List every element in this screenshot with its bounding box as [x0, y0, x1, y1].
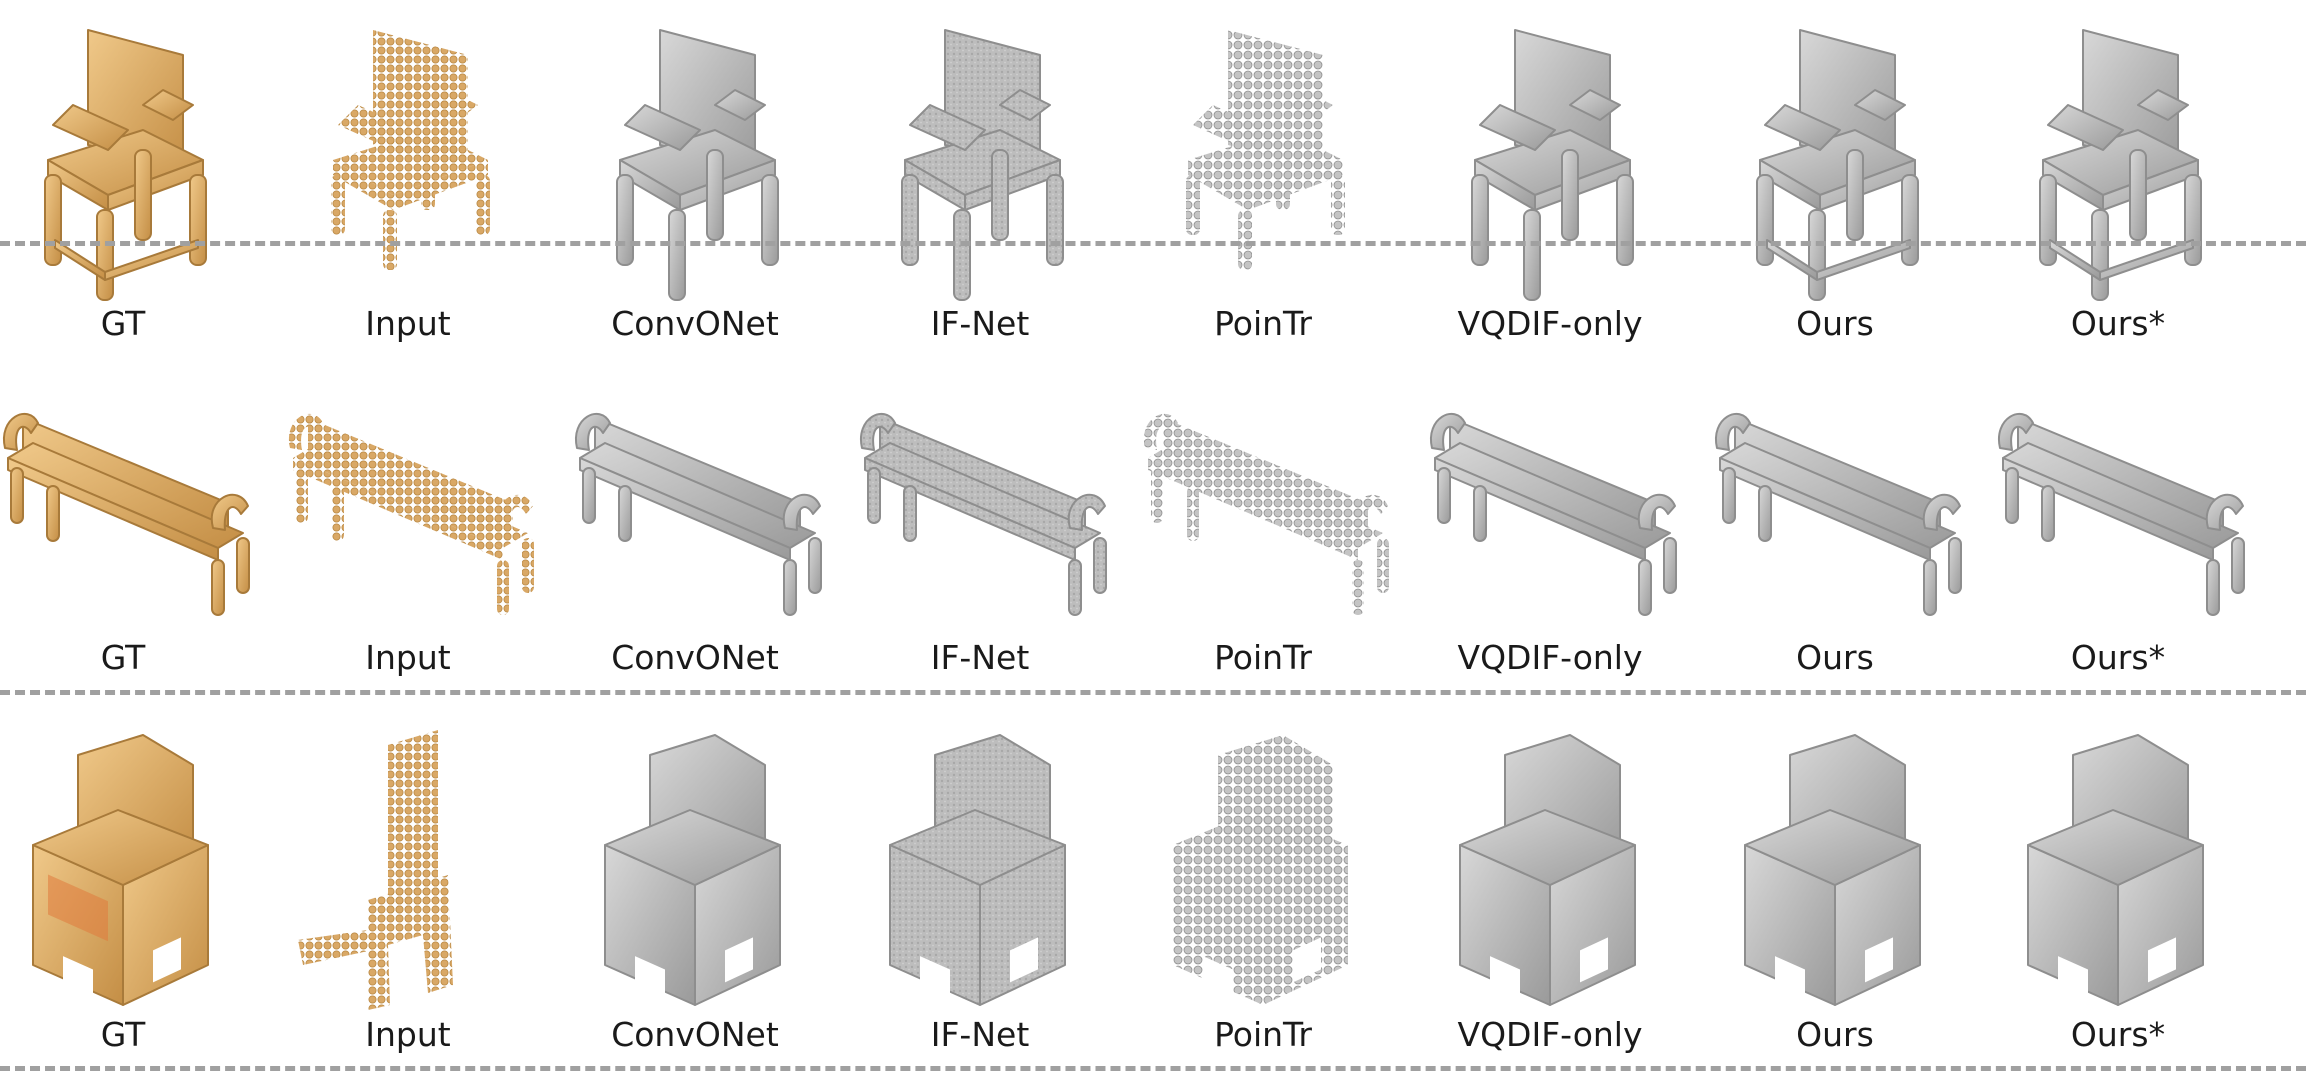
method-label: VQDIF-only: [1457, 1015, 1643, 1054]
method-label: IF-Net: [930, 1015, 1030, 1054]
chair-render-6: [1756, 29, 1919, 301]
row-divider: [0, 690, 2306, 695]
bench-render-2: [574, 412, 822, 616]
armchair-render-5: [1459, 734, 1636, 1006]
armchair-render-6: [1744, 734, 1921, 1006]
bench-render-3: [859, 412, 1107, 616]
method-label: VQDIF-only: [1457, 638, 1643, 677]
bench-render-6: [1714, 412, 1962, 616]
method-label: PoinTr: [1214, 304, 1312, 343]
method-label: GT: [100, 1015, 146, 1054]
method-label: Ours*: [2070, 304, 2166, 343]
method-label: Ours*: [2070, 638, 2166, 677]
method-label: PoinTr: [1214, 1015, 1312, 1054]
armchair-render-3: [889, 734, 1066, 1006]
method-label: PoinTr: [1214, 638, 1312, 677]
chair-render-7: [2039, 29, 2202, 301]
bench-render-1: [288, 413, 534, 615]
chair-render-3: [901, 29, 1064, 301]
chair-render-2: [616, 29, 779, 301]
method-label: Ours: [1796, 1015, 1874, 1054]
method-label: ConvONet: [611, 638, 779, 677]
method-label: Ours: [1796, 304, 1874, 343]
chair-render-0: [44, 29, 207, 301]
bench-render-0: [2, 412, 250, 616]
method-label: IF-Net: [930, 638, 1030, 677]
armchair-render-4: [1173, 735, 1348, 1005]
bench-render-7: [1997, 412, 2245, 616]
armchair-render-1: [298, 730, 453, 1010]
row-divider: [0, 1066, 2306, 1071]
method-label: VQDIF-only: [1457, 304, 1643, 343]
method-label: GT: [100, 304, 146, 343]
bench-render-5: [1429, 412, 1677, 616]
armchair-render-0: [32, 734, 209, 1006]
method-label: ConvONet: [611, 1015, 779, 1054]
armchair-render-2: [604, 734, 781, 1006]
row-divider: [0, 241, 2306, 246]
chair-render-4: [1186, 30, 1345, 270]
method-label: Ours*: [2070, 1015, 2166, 1054]
method-label: GT: [100, 638, 146, 677]
method-label: Input: [365, 1015, 451, 1054]
method-label: Input: [365, 304, 451, 343]
method-label: Ours: [1796, 638, 1874, 677]
armchair-render-7: [2027, 734, 2204, 1006]
bench-render-4: [1143, 413, 1389, 615]
method-label: Input: [365, 638, 451, 677]
chair-render-5: [1471, 29, 1634, 301]
method-label: ConvONet: [611, 304, 779, 343]
chair-render-1: [331, 30, 490, 270]
method-label: IF-Net: [930, 304, 1030, 343]
